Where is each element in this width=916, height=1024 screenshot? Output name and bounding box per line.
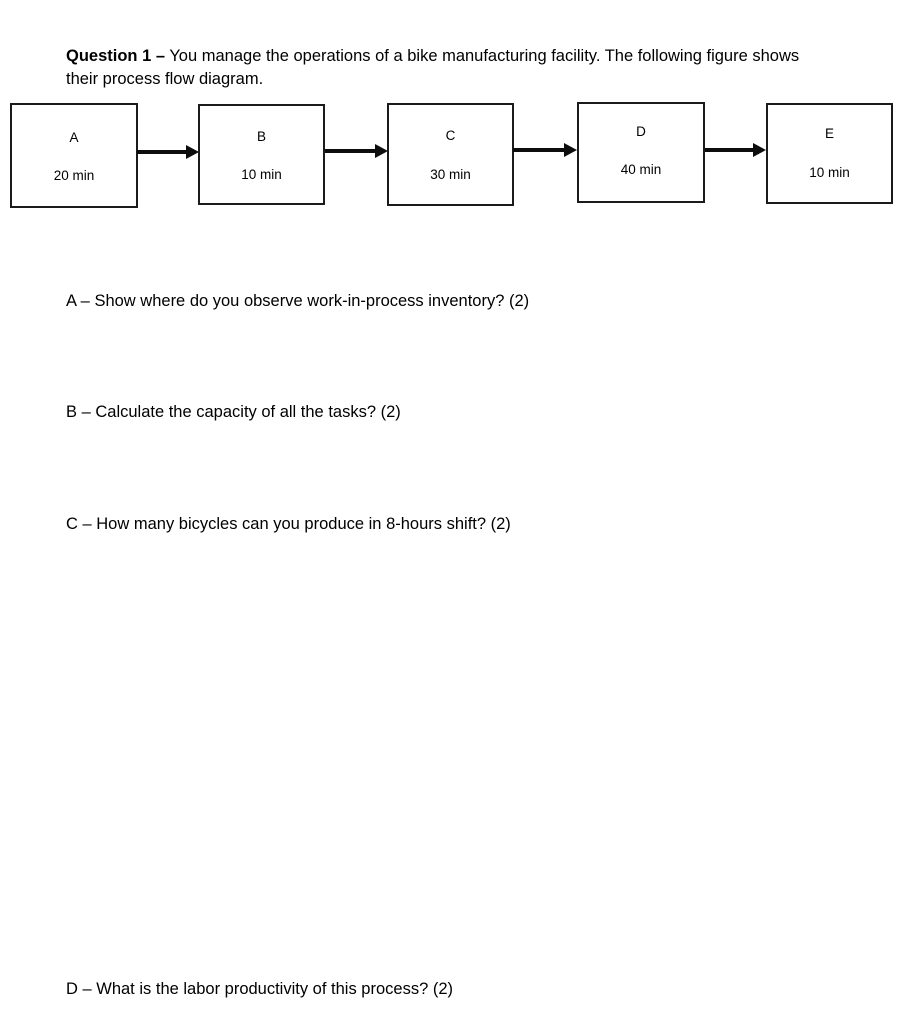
process-box-a-time: 20 min: [53, 168, 95, 183]
process-box-b-letter: B: [256, 129, 266, 144]
question-stem: Question 1 – You manage the operations o…: [66, 45, 826, 91]
sub-question-c: C – How many bicycles can you produce in…: [66, 514, 511, 533]
process-box-c-time: 30 min: [430, 167, 471, 182]
process-box-d: D 40 min: [577, 102, 705, 203]
arrow-shaft: [513, 148, 565, 152]
arrow-shaft: [705, 148, 754, 152]
arrow-head-icon: [564, 143, 577, 157]
question-number-label: Question 1 –: [66, 46, 166, 65]
arrow-shaft: [137, 150, 187, 154]
process-box-b: B 10 min: [198, 104, 325, 205]
process-box-e: E 10 min: [766, 103, 893, 204]
process-box-d-time: 40 min: [620, 162, 662, 177]
process-box-e-time: 10 min: [809, 165, 850, 180]
process-box-a: A 20 min: [10, 103, 138, 208]
arrow-head-icon: [186, 145, 199, 159]
sub-question-a: A – Show where do you observe work-in-pr…: [66, 291, 530, 310]
sub-question-b: B – Calculate the capacity of all the ta…: [66, 402, 401, 421]
process-box-c-letter: C: [445, 128, 456, 143]
process-box-a-letter: A: [69, 130, 79, 145]
process-box-c: C 30 min: [387, 103, 514, 206]
process-box-e-letter: E: [824, 126, 834, 141]
arrow-head-icon: [753, 143, 766, 157]
sub-question-d: D – What is the labor productivity of th…: [66, 979, 453, 998]
question-stem-text: You manage the operations of a bike manu…: [66, 46, 800, 88]
process-flow-diagram: A 20 min B 10 min C 30 min D 40 min E 10…: [0, 0, 916, 230]
process-box-b-time: 10 min: [241, 167, 282, 182]
arrow-head-icon: [375, 144, 388, 158]
process-box-d-letter: D: [636, 124, 646, 139]
arrow-shaft: [325, 149, 376, 153]
